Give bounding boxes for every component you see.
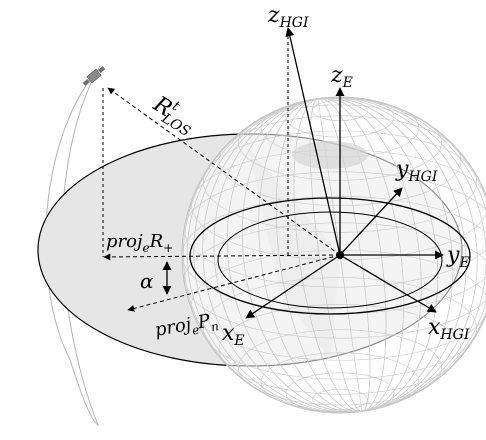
- label-proj-r: projeR+: [106, 231, 173, 255]
- dashed-proj-r: [103, 253, 341, 261]
- label-y-hgi: yHGI: [395, 157, 438, 185]
- label-alpha: α: [140, 269, 154, 293]
- dashed-r-los: [107, 87, 341, 256]
- axis-y-hgi: [339, 187, 403, 256]
- sphere-latitude-line: [312, 389, 368, 410]
- sphere-top-cap: [292, 141, 368, 169]
- dashed-proj-p: [127, 254, 341, 312]
- label-x-hgi: xHGI: [428, 315, 470, 343]
- origin-point: [336, 251, 344, 259]
- axis-x-hgi: [339, 254, 437, 313]
- label-x-e: xE: [222, 321, 245, 349]
- svg-text:RtLOS: RtLOS: [146, 89, 202, 140]
- sphere-longitude-line: [183, 97, 486, 413]
- label-y-e: yE: [446, 243, 470, 271]
- sphere-latitude-line: [218, 304, 462, 395]
- satellite-icon: [82, 66, 106, 86]
- axis-z-hgi: [285, 27, 341, 256]
- label-z-hgi: zHGI: [267, 3, 309, 31]
- label-z-e: zE: [330, 63, 353, 91]
- label-r-los: RtLOS: [146, 89, 202, 140]
- axis-x-e: [245, 254, 341, 319]
- sphere-latitude-line: [202, 277, 478, 380]
